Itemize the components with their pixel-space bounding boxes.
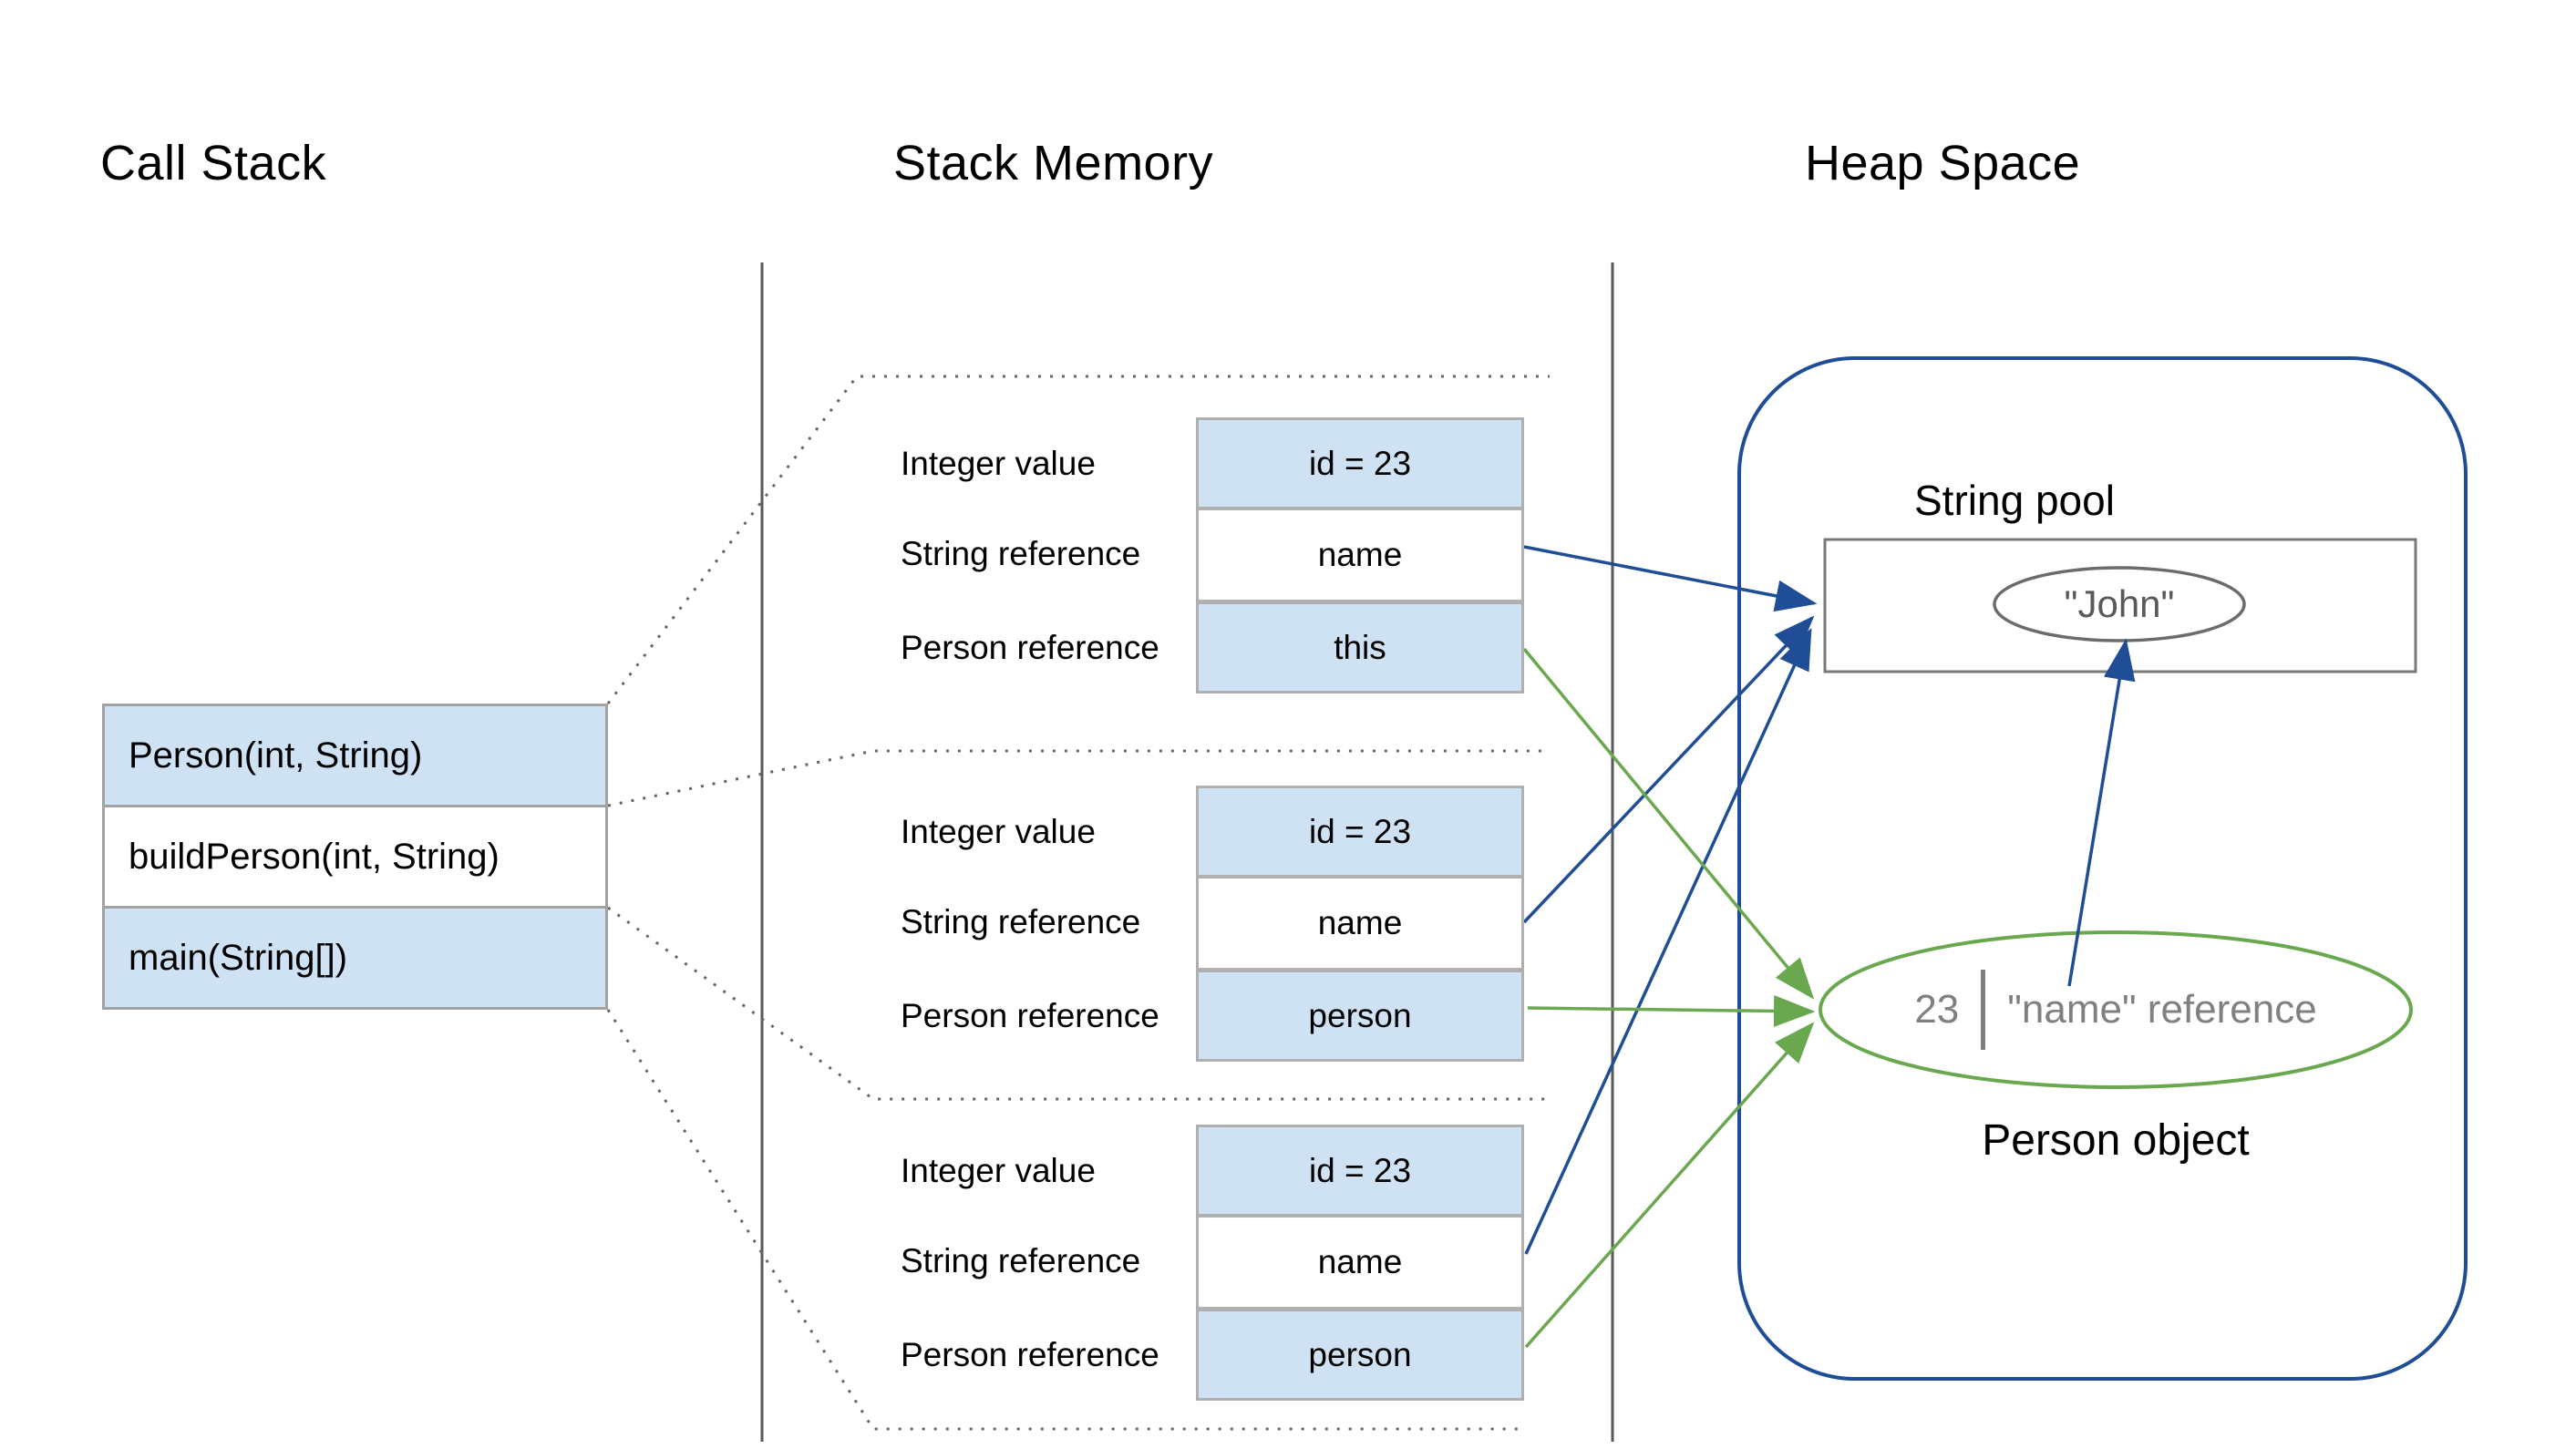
frame2-id-cell: id = 23 <box>1196 786 1524 878</box>
string-pool-label: String pool <box>1914 477 2115 524</box>
frame3-id-cell: id = 23 <box>1196 1125 1524 1217</box>
frame3-person-label: Person reference <box>901 1336 1159 1373</box>
frame1-id-cell: id = 23 <box>1196 417 1524 509</box>
person-field-divider <box>1981 970 1986 1050</box>
john-string-value: "John" <box>2064 582 2175 625</box>
stack-memory-title: Stack Memory <box>893 136 1214 190</box>
frame2-integer-label: Integer value <box>901 813 1096 850</box>
frame3-string-label: String reference <box>901 1242 1141 1279</box>
frame1-integer-label: Integer value <box>901 445 1096 482</box>
call-stack-title: Call Stack <box>100 136 327 190</box>
arrow-frame3-name-to-pool <box>1524 627 1812 1255</box>
person-name-reference: "name" reference <box>2007 987 2317 1032</box>
frame3-integer-label: Integer value <box>901 1152 1096 1189</box>
arrow-person-nameref-to-john <box>2067 638 2136 987</box>
call-stack-frame-buildperson: buildPerson(int, String) <box>102 805 608 909</box>
frame2-string-label: String reference <box>901 903 1141 940</box>
person-id-value: 23 <box>1914 987 1960 1032</box>
frame1-person-label: Person reference <box>901 629 1159 666</box>
call-stack-frame-main: main(String[]) <box>102 906 608 1010</box>
frame3-name-cell: name <box>1196 1215 1524 1310</box>
heap-space-title: Heap Space <box>1805 136 2081 190</box>
frame2-person-label: Person reference <box>901 997 1159 1034</box>
arrow-frame1-this-to-person <box>1522 647 1815 1000</box>
frame1-string-label: String reference <box>901 535 1141 572</box>
frame2-person-cell: person <box>1196 970 1524 1062</box>
frame1-this-cell: this <box>1196 601 1524 694</box>
call-stack-frame-person: Person(int, String) <box>102 704 608 807</box>
arrow-frame3-person-to-person <box>1524 1022 1815 1349</box>
arrow-frame1-name-to-pool <box>1523 545 1818 612</box>
frame2-name-cell: name <box>1196 876 1524 971</box>
frame1-name-cell: name <box>1196 508 1524 602</box>
arrow-frame2-name-to-pool <box>1522 615 1815 924</box>
frame3-person-cell: person <box>1196 1309 1524 1401</box>
arrow-frame2-person-to-person <box>1527 994 1816 1027</box>
person-object-fields: 23 "name" reference <box>1888 968 2344 1052</box>
person-object-label: Person object <box>1982 1116 2250 1165</box>
